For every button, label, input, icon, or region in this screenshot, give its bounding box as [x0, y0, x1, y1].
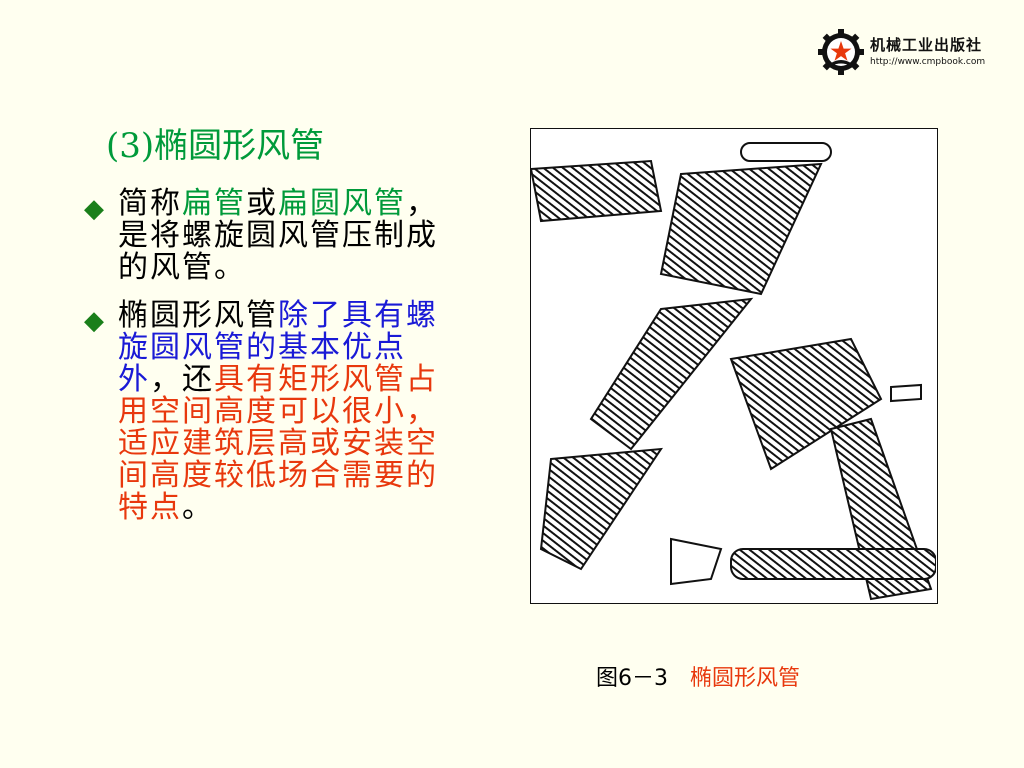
advantage-rectangular-duct: 具有矩形风管占用空间高度可以很小，适应建筑层高或安装空间高度较低场合需要的特点: [118, 362, 438, 525]
text-segment: 或: [246, 186, 278, 221]
diamond-bullet-icon: ◆: [84, 306, 104, 336]
publisher-logo: 机械工业出版社 http://www.cmpbook.com: [816, 26, 998, 78]
section-heading: (3)椭圆形风管: [106, 126, 325, 166]
gear-star-logo-icon: [818, 29, 864, 75]
text-segment: ，还: [150, 362, 214, 397]
bullet-item: ◆ 简称扁管或扁圆风管，是将螺旋圆风管压制成的风管。: [84, 188, 460, 284]
keyword-flat-round-duct: 扁圆风管: [278, 186, 406, 221]
advantage-round-duct: 除了具有螺旋圆风管的基本优点外: [118, 298, 438, 397]
bullet-text: 椭圆形风管除了具有螺旋圆风管的基本优点外，还具有矩形风管占用空间高度可以很小，适…: [118, 300, 460, 524]
publisher-name: 机械工业出版社: [870, 35, 983, 54]
text-segment: ，是将螺旋圆风管压制成的风管。: [118, 186, 438, 285]
publisher-url[interactable]: http://www.cmpbook.com: [870, 56, 986, 67]
oval-duct-drawing: [529, 142, 937, 601]
figure-caption: 图6－3 椭圆形风管: [596, 660, 800, 692]
bullet-text: 简称扁管或扁圆风管，是将螺旋圆风管压制成的风管。: [118, 188, 460, 284]
star-icon: [830, 41, 852, 61]
figure-title: 椭圆形风管: [690, 666, 801, 691]
diamond-bullet-icon: ◆: [84, 194, 104, 224]
text-segment: 。: [182, 490, 214, 525]
keyword-flat-duct: 扁管: [182, 186, 246, 221]
bullet-item: ◆ 椭圆形风管除了具有螺旋圆风管的基本优点外，还具有矩形风管占用空间高度可以很小…: [84, 300, 460, 524]
text-segment: 简称: [118, 186, 182, 221]
figure-number: 图6－3: [596, 666, 668, 691]
text-segment: 椭圆形风管: [118, 298, 278, 333]
oval-duct-illustration: [529, 128, 938, 604]
